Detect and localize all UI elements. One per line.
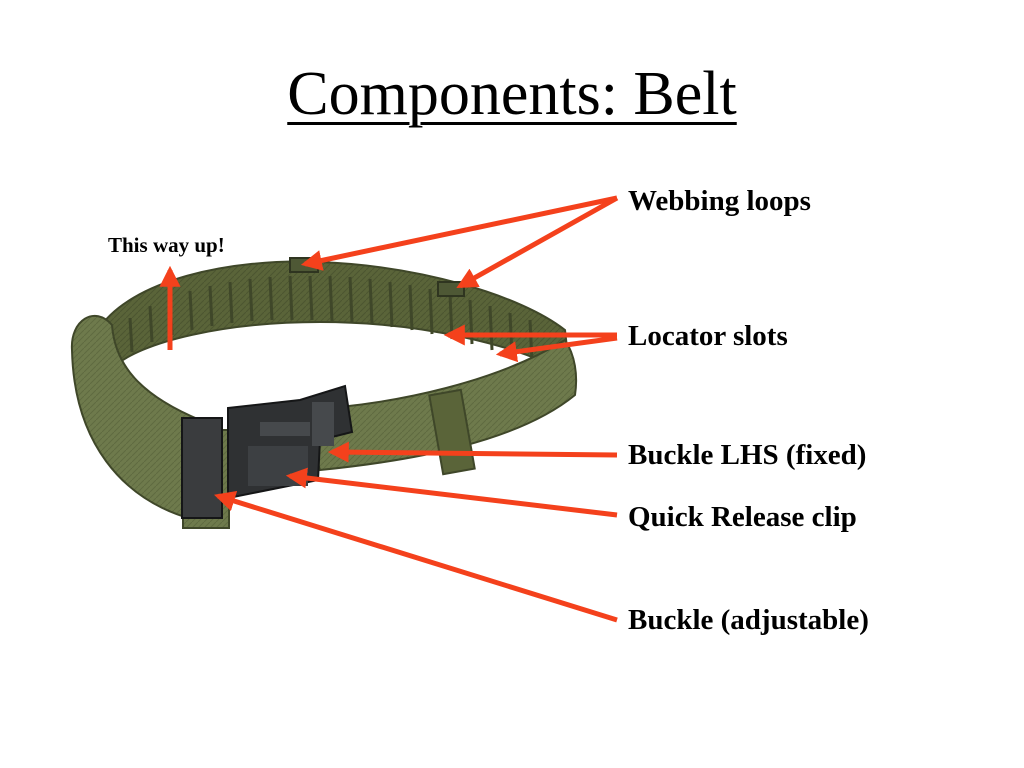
arrow-webbing-loop-1 (300, 195, 618, 271)
slide-title-text: Components: Belt (287, 60, 737, 128)
buckle-adjustable-bar (181, 417, 223, 519)
buckle-lhs-label: Buckle LHS (fixed) (628, 439, 867, 471)
webbing-loops-label: Webbing loops (628, 185, 811, 217)
arrow-buckle-lhs (327, 441, 618, 463)
quick-release-label: Quick Release clip (628, 501, 857, 533)
this-way-up-label: This way up! (108, 233, 225, 257)
slide-title: Components: Belt (0, 54, 1024, 134)
arrow-webbing-loop-2 (456, 195, 619, 289)
arrow-quick-release (285, 467, 618, 518)
locator-slots-ribs (128, 275, 534, 363)
buckle-adjustable-label: Buckle (adjustable) (628, 604, 869, 636)
arrow-locator-slot-2 (495, 335, 618, 363)
annotation-arrows (159, 195, 619, 623)
locator-slots-label: Locator slots (628, 320, 788, 352)
buckle-lhs-fixed (312, 402, 334, 446)
arrow-buckle-adjustable (213, 490, 618, 623)
